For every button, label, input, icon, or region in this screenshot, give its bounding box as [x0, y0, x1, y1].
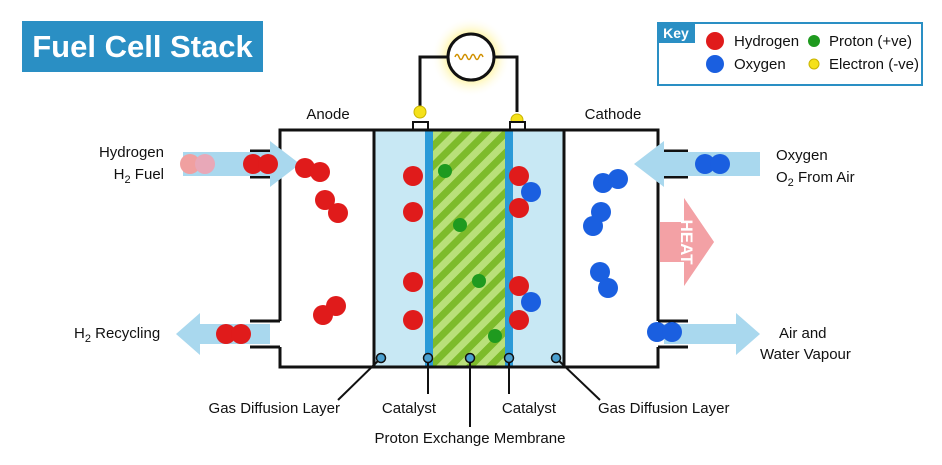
gas-diffusion-layer-right-label: Gas Diffusion Layer: [598, 400, 729, 417]
catalyst-layer-left: [425, 130, 433, 367]
hydrogen-inlet-arrow: [180, 141, 300, 187]
hydrogen-atom: [509, 166, 529, 186]
hydrogen-atom: [403, 166, 423, 186]
hydrogen-atom: [403, 310, 423, 330]
external-circuit: [412, 17, 526, 131]
oxygen-label-line2: O2 From Air: [776, 169, 855, 189]
key-label-oxygen: Oxygen: [734, 56, 786, 73]
hydrogen-atom: [509, 198, 529, 218]
proton-key-dot: [808, 35, 820, 47]
label-pointers: [337, 352, 601, 427]
hydrogen-fuel-label-line2: H2 Fuel: [114, 166, 164, 186]
hydrogen-atom: [509, 310, 529, 330]
h2-recycling-label: H2 Recycling: [74, 325, 160, 345]
oxygen-label-line1: Oxygen: [776, 147, 828, 164]
key-label-proton: Proton (+ve): [829, 33, 912, 50]
page-title: Fuel Cell Stack: [32, 29, 253, 64]
proton: [488, 329, 502, 343]
title-banner: [22, 21, 263, 72]
electron: [413, 105, 427, 119]
hydrogen-fuel-label-line1: Hydrogen: [99, 144, 164, 161]
hydrogen-molecule: [243, 154, 278, 174]
oxygen-atom: [521, 292, 541, 312]
proton: [472, 274, 486, 288]
protons: [438, 164, 502, 343]
oxygen-molecules: [521, 154, 730, 342]
heat-label: HEAT: [677, 219, 696, 265]
oxygen-molecule: [590, 262, 618, 298]
oxygen-key-dot: [706, 55, 724, 73]
catalyst-right-label: Catalyst: [502, 400, 557, 417]
proton: [438, 164, 452, 178]
hydrogen-molecule: [216, 324, 251, 344]
proton: [453, 218, 467, 232]
key-label-electron: Electron (-ve): [829, 56, 919, 73]
membrane-label: Proton Exchange Membrane: [375, 430, 566, 447]
hydrogen-molecule: [313, 296, 346, 325]
air-water-label-line2: Water Vapour: [760, 346, 851, 363]
hydrogen-atom: [403, 272, 423, 292]
key-title: Key: [663, 25, 689, 41]
water-outlet-arrow: [664, 313, 760, 355]
hydrogen-atom: [403, 202, 423, 222]
oxygen-molecule: [593, 169, 628, 193]
hydrogen-key-dot: [706, 32, 724, 50]
oxygen-molecule: [647, 322, 682, 342]
catalyst-layer-right: [505, 130, 513, 367]
air-water-label-line1: Air and: [779, 325, 827, 342]
oxygen-molecule: [583, 202, 611, 236]
heat-arrow: HEAT: [660, 198, 714, 286]
key-box: Key Hydrogen Proton (+ve) Oxygen Electro…: [657, 22, 923, 86]
gas-diffusion-layer-left-label: Gas Diffusion Layer: [209, 400, 340, 417]
cathode-label: Cathode: [585, 106, 642, 123]
electron-key-dot: [808, 58, 820, 70]
oxygen-atom: [521, 182, 541, 202]
catalyst-left-label: Catalyst: [382, 400, 437, 417]
anode-label: Anode: [306, 106, 349, 123]
hydrogen-molecules: [216, 154, 529, 344]
hydrogen-atom: [509, 276, 529, 296]
hydrogen-molecule: [315, 190, 348, 223]
hydrogen-molecule: [295, 158, 330, 182]
key-label-hydrogen: Hydrogen: [734, 33, 799, 50]
oxygen-molecule: [695, 154, 730, 174]
